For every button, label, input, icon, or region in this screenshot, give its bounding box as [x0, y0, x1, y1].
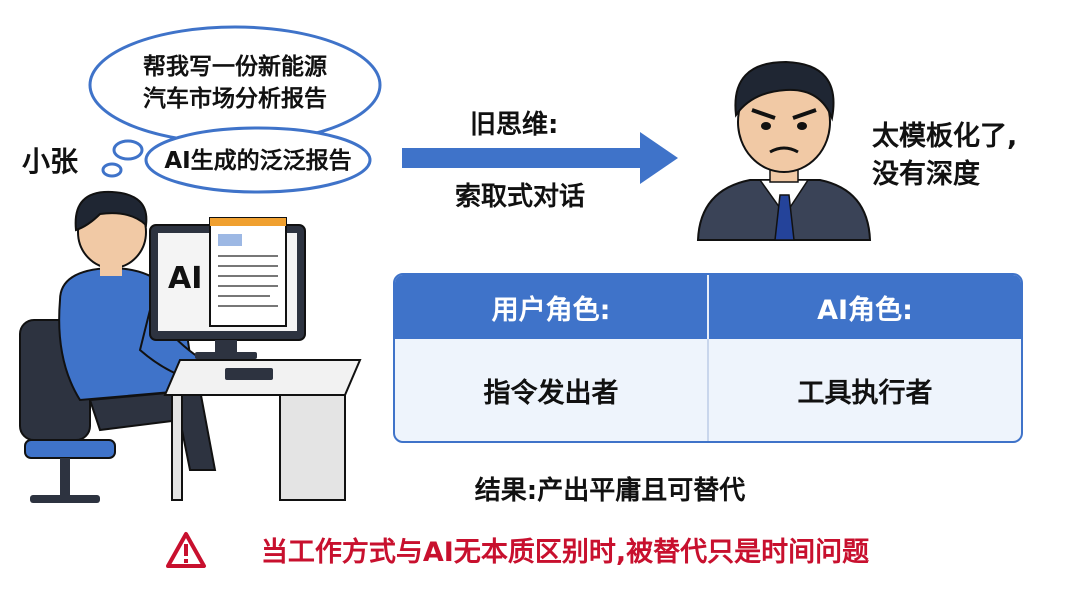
warning-text: 当工作方式与AI无本质区别时,被替代只是时间问题	[260, 537, 870, 568]
manager-comment-line2: 没有深度	[872, 159, 980, 190]
result-text: 结果:产出平庸且可替代	[474, 476, 746, 506]
person-illustration	[19, 190, 241, 503]
ai-role-value: 工具执行者	[797, 377, 933, 409]
warning-icon	[166, 532, 206, 568]
bubble-result: AI生成的泛泛报告	[164, 147, 351, 174]
arrow-title: 旧思维:	[470, 110, 559, 140]
manager-illustration	[696, 60, 872, 241]
person-name: 小张	[22, 145, 79, 178]
roles-body-row: 指令发出者 工具执行者	[395, 339, 1021, 441]
bubble-request-line2: 汽车市场分析报告	[143, 85, 327, 112]
warning-banner: 当工作方式与AI无本质区别时,被替代只是时间问题	[0, 530, 1080, 569]
monitor: AI	[149, 217, 306, 359]
manager-comment: 太模板化了, 没有深度	[872, 118, 1017, 194]
thought-bubble: 帮我写一份新能源 汽车市场分析报告 AI生成的泛泛报告	[88, 25, 382, 194]
warning-icon-spacer	[211, 532, 251, 568]
screen-ai-label: AI	[168, 261, 202, 296]
manager-comment-line1: 太模板化了,	[872, 121, 1018, 152]
bubble-request-line1: 帮我写一份新能源	[143, 53, 327, 80]
roles-header-row: 用户角色: AI角色:	[395, 275, 1021, 339]
ai-role-header: AI角色:	[817, 294, 913, 326]
user-role-header: 用户角色:	[395, 275, 709, 339]
arrow-mode: 索取式对话	[455, 182, 586, 212]
flow-arrow	[402, 132, 678, 184]
roles-table: 用户角色: AI角色: 指令发出者 工具执行者	[393, 273, 1023, 443]
user-role-value: 指令发出者	[395, 339, 709, 441]
desk	[163, 359, 362, 501]
